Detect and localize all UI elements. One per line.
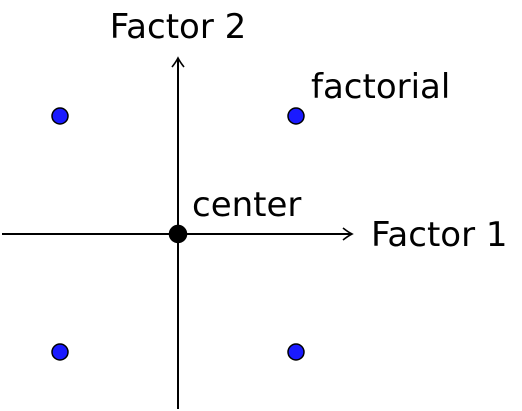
factorial-label: factorial: [311, 67, 450, 107]
factorial-point: [51, 107, 69, 125]
factorial-point: [51, 343, 69, 361]
factorial-point: [287, 343, 305, 361]
y-axis-label: Factor 2: [110, 7, 247, 47]
design-points: [51, 107, 305, 361]
center-point: [168, 224, 188, 244]
center-label: center: [192, 185, 301, 225]
x-axis-label: Factor 1: [371, 215, 508, 255]
factorial-point: [287, 107, 305, 125]
